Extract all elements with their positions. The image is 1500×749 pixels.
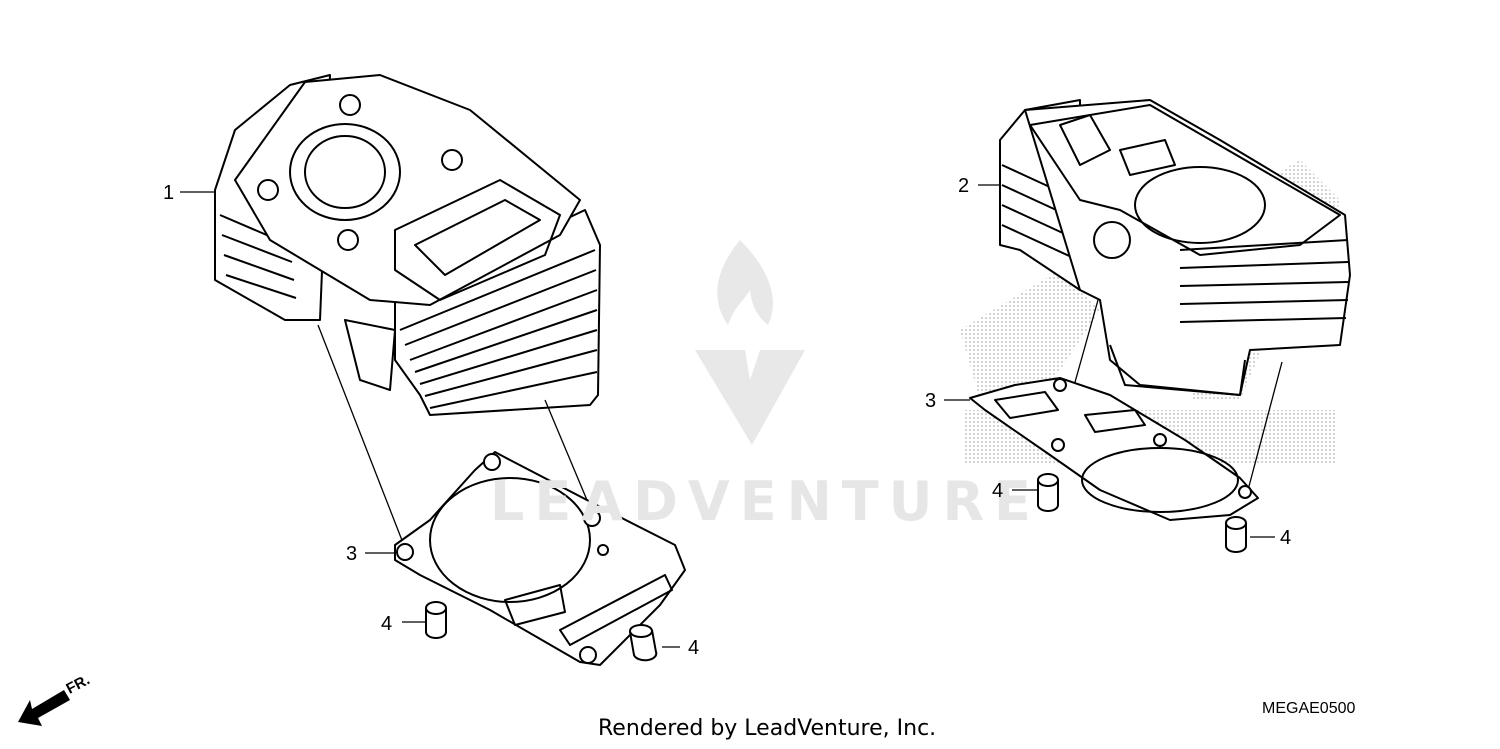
diagram-code: MEGAE0500 [1262, 700, 1356, 717]
callout-2[interactable]: 2 [958, 175, 970, 197]
left-leader-lines [180, 191, 680, 648]
front-direction-arrow-icon [18, 690, 70, 726]
left-dowel-pin-a[interactable] [425, 601, 447, 639]
callout-3-left[interactable]: 3 [346, 543, 358, 565]
left-dowel-pin-b[interactable] [629, 624, 658, 662]
callout-4-right-a[interactable]: 4 [992, 480, 1004, 502]
callout-4-right-b[interactable]: 4 [1280, 527, 1292, 549]
credit-text: Rendered by LeadVenture, Inc. [598, 716, 937, 741]
leadventure-logo-watermark [695, 240, 805, 445]
callout-4-left-b[interactable]: 4 [688, 637, 700, 659]
leadventure-text-watermark: LEADVENTURE [490, 470, 1041, 533]
left-gasket-part[interactable] [394, 451, 686, 666]
right-gasket-part[interactable] [969, 377, 1259, 521]
right-dowel-pin-b[interactable] [1225, 516, 1247, 553]
callout-3-right[interactable]: 3 [925, 390, 937, 412]
callout-1[interactable]: 1 [163, 182, 175, 204]
right-dowel-pin-a[interactable] [1037, 473, 1059, 512]
callout-4-left-a[interactable]: 4 [381, 613, 393, 635]
right-cylinder-part[interactable] [999, 99, 1351, 396]
left-cylinder-part[interactable] [214, 74, 601, 416]
